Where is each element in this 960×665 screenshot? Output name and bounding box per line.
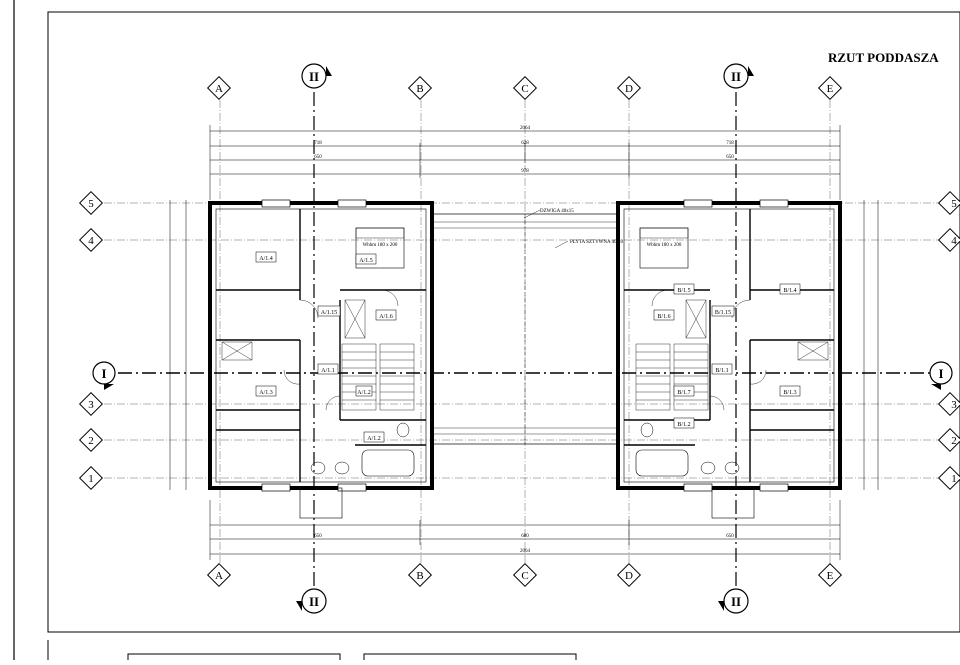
svg-text:II: II <box>731 594 741 609</box>
svg-text:Wbhm 180 x 200: Wbhm 180 x 200 <box>647 243 682 248</box>
room-label: B/1.5 <box>677 288 690 294</box>
room-label: A/1.3 <box>259 390 273 396</box>
axis-label-d: D <box>625 83 633 95</box>
axis-label-a: A <box>215 83 223 95</box>
svg-text:650: 650 <box>314 534 322 539</box>
room-label: B/1.15 <box>715 310 731 316</box>
svg-text:2064: 2064 <box>520 549 531 554</box>
svg-text:C: C <box>521 570 528 582</box>
svg-text:650: 650 <box>314 155 322 160</box>
axis-label-b: B <box>416 83 423 95</box>
svg-text:Wbhm 180 x 200: Wbhm 180 x 200 <box>363 243 398 248</box>
svg-text:3: 3 <box>88 399 94 411</box>
section-markers-ii: II II II II <box>296 63 754 614</box>
axis-markers-bottom: A B C D E <box>206 562 843 588</box>
svg-text:1: 1 <box>88 473 94 485</box>
section-label: II <box>309 69 319 84</box>
svg-text:5: 5 <box>951 198 957 210</box>
dimension-lines-bottom <box>209 500 841 560</box>
svg-text:650: 650 <box>726 534 734 539</box>
svg-text:II: II <box>731 69 741 84</box>
svg-text:718: 718 <box>314 141 322 146</box>
svg-text:2: 2 <box>88 435 94 447</box>
room-label: A/1.15 <box>321 310 338 316</box>
room-label: A/1.2 <box>367 436 381 442</box>
svg-text:718: 718 <box>726 141 734 146</box>
section-markers-i: I I <box>92 361 953 390</box>
svg-text:680: 680 <box>521 534 529 539</box>
room-label: A/1.4 <box>259 256 273 262</box>
room-label: A/1.6 <box>379 314 393 320</box>
axis-markers-left: 5 4 3 2 1 <box>78 190 104 491</box>
room-label: A/1.5 <box>359 258 373 264</box>
title-block-box <box>363 653 577 665</box>
axis-markers-top: A B C D E <box>206 75 843 101</box>
axis-label-c: C <box>521 83 528 95</box>
room-label: B/1.2 <box>677 422 690 428</box>
dimension-lines-top <box>209 125 841 200</box>
svg-text:E: E <box>827 570 834 582</box>
svg-text:650: 650 <box>726 155 734 160</box>
svg-text:PLYTA SZTYWNA 40/40: PLYTA SZTYWNA 40/40 <box>570 240 623 245</box>
svg-text:D: D <box>625 570 633 582</box>
middle-roof-area: DZWIGA 40x15 PLYTA SZTYWNA 40/40 <box>431 209 623 445</box>
svg-text:2064: 2064 <box>520 126 531 131</box>
dimension-lines-vertical <box>169 200 879 490</box>
room-label: A/1.1 <box>321 368 335 374</box>
svg-text:I: I <box>938 366 943 381</box>
svg-text:628: 628 <box>521 141 529 146</box>
svg-text:B: B <box>416 570 423 582</box>
svg-text:I: I <box>101 366 106 381</box>
axis-label-e: E <box>827 83 834 95</box>
svg-text:4: 4 <box>88 235 94 247</box>
drawing-title: RZUT PODDASZA <box>828 50 939 65</box>
svg-text:978: 978 <box>521 169 529 174</box>
room-label: B/1.1 <box>715 368 728 374</box>
right-unit-plan: Wbhm 180 x 200 <box>616 199 842 519</box>
svg-text:1: 1 <box>951 473 957 485</box>
svg-text:2: 2 <box>951 435 957 447</box>
room-label: B/1.6 <box>657 314 670 320</box>
room-label: B/1.7 <box>677 390 690 396</box>
svg-text:DZWIGA 40x15: DZWIGA 40x15 <box>540 209 574 214</box>
axis-markers-right: 5 4 3 2 1 <box>937 190 960 491</box>
room-label: B/1.3 <box>783 390 796 396</box>
svg-text:3: 3 <box>951 399 957 411</box>
left-unit-plan: Wbhm 180 x 200 <box>208 199 434 519</box>
room-label: B/1.4 <box>783 288 796 294</box>
svg-text:A: A <box>215 570 223 582</box>
svg-text:II: II <box>309 594 319 609</box>
drawing-frame <box>47 11 960 633</box>
svg-text:4: 4 <box>951 235 957 247</box>
room-label: A/1.2 <box>357 390 371 396</box>
title-block-box <box>127 653 341 665</box>
svg-text:5: 5 <box>88 198 94 210</box>
